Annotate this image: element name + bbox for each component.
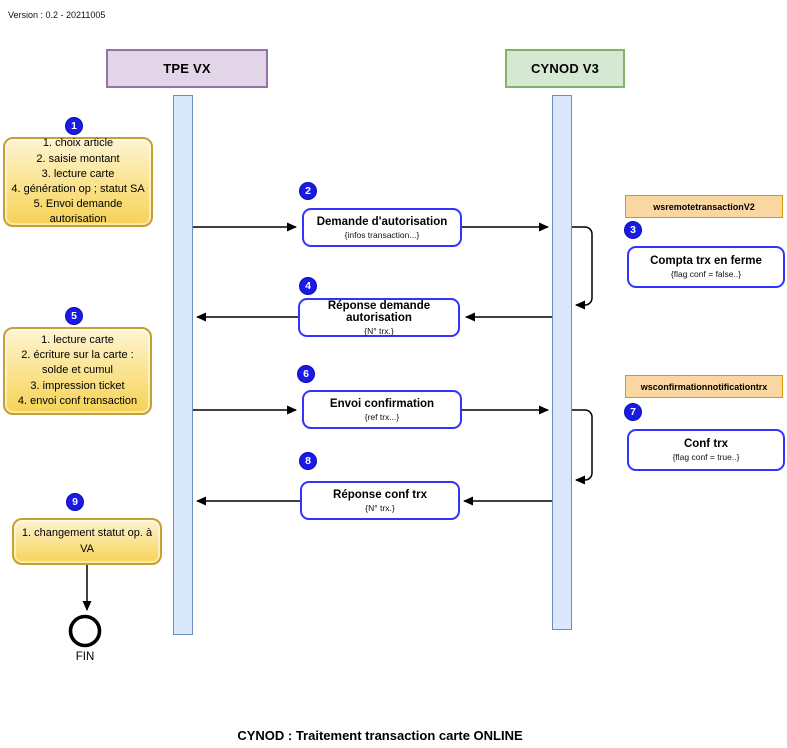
message-subtitle: {N° trx.} <box>364 325 394 336</box>
note-line: 2. écriture sur la carte : solde et cumu… <box>21 349 134 377</box>
message-reponse-autorisation[interactable]: Réponse demande autorisation {N° trx.} <box>298 298 460 337</box>
self-loop-conf-trx <box>572 409 593 485</box>
note-line: 4. envoi conf transaction <box>17 394 138 407</box>
message-envoi-confirmation[interactable]: Envoi confirmation {ref trx...} <box>302 390 462 429</box>
actor-cynod-label: CYNOD V3 <box>530 61 600 76</box>
message-subtitle: {ref trx...} <box>364 411 400 422</box>
fin-label: FIN <box>75 651 95 663</box>
message-reponse-conf-trx[interactable]: Réponse conf trx {N° trx.} <box>300 481 460 520</box>
step-badge-3[interactable]: 3 <box>624 221 642 239</box>
step-badge-9[interactable]: 9 <box>66 493 84 511</box>
lifeline-tpe <box>173 95 193 635</box>
note-line: 5. Envoi demande autorisation <box>33 198 123 226</box>
note-line: 1. changement statut op. à VA <box>21 527 153 555</box>
fin-end-circle[interactable] <box>68 614 102 648</box>
diagram-title: CYNOD : Traitement transaction carte ONL… <box>237 728 523 743</box>
step-badge-6[interactable]: 6 <box>297 365 315 383</box>
lifeline-cynod <box>552 95 572 630</box>
note-line: 1. choix article <box>42 137 114 150</box>
step-badge-1[interactable]: 1 <box>65 117 83 135</box>
message-title: Réponse demande autorisation <box>327 299 431 324</box>
note-step-5[interactable]: 1. lecture carte 2. écriture sur la cart… <box>3 327 152 415</box>
service-title: Conf trx <box>683 438 729 450</box>
ws-label-wsremotetransactionv2[interactable]: wsremotetransactionV2 <box>625 195 783 218</box>
message-title: Réponse conf trx <box>333 488 427 501</box>
note-step-9[interactable]: 1. changement statut op. à VA <box>12 518 162 565</box>
note-line: 4. génération op ; statut SA <box>11 183 145 195</box>
service-compta-trx-en-ferme[interactable]: Compta trx en ferme {flag conf = false..… <box>627 246 785 288</box>
step-badge-4[interactable]: 4 <box>299 277 317 295</box>
actor-cynod-v3[interactable]: CYNOD V3 <box>505 49 625 88</box>
message-title: Envoi confirmation <box>329 397 435 410</box>
service-subtitle: {flag conf = true..} <box>672 452 740 462</box>
note-step-1[interactable]: 1. choix article 2. saisie montant 3. le… <box>3 137 153 227</box>
note-line: 3. lecture carte <box>41 167 115 180</box>
step-badge-7[interactable]: 7 <box>624 403 642 421</box>
ws-label-text: wsremotetransactionV2 <box>653 201 755 212</box>
note-line: 2. saisie montant <box>36 152 120 165</box>
ws-label-wsconfirmationnotificationtrx[interactable]: wsconfirmationnotificationtrx <box>625 375 783 398</box>
message-subtitle: {infos transaction...} <box>344 229 420 240</box>
actor-tpe-label: TPE VX <box>163 61 211 76</box>
service-subtitle: {flag conf = false..} <box>670 269 742 279</box>
step-badge-8[interactable]: 8 <box>299 452 317 470</box>
actor-tpe-vx[interactable]: TPE VX <box>106 49 268 88</box>
message-subtitle: {N° trx.} <box>365 502 395 513</box>
note-line: 1. lecture carte <box>41 334 114 347</box>
step-badge-5[interactable]: 5 <box>65 307 83 325</box>
service-title: Compta trx en ferme <box>650 255 762 267</box>
step-badge-2[interactable]: 2 <box>299 182 317 200</box>
service-conf-trx[interactable]: Conf trx {flag conf = true..} <box>627 429 785 471</box>
ws-label-text: wsconfirmationnotificationtrx <box>640 381 768 392</box>
version-label: Version : 0.2 - 20211005 <box>8 10 106 20</box>
message-title: Demande d'autorisation <box>316 215 448 228</box>
self-loop-compta-trx <box>572 226 593 310</box>
note-line: 3. impression ticket <box>30 379 125 392</box>
message-demande-autorisation[interactable]: Demande d'autorisation {infos transactio… <box>302 208 462 247</box>
